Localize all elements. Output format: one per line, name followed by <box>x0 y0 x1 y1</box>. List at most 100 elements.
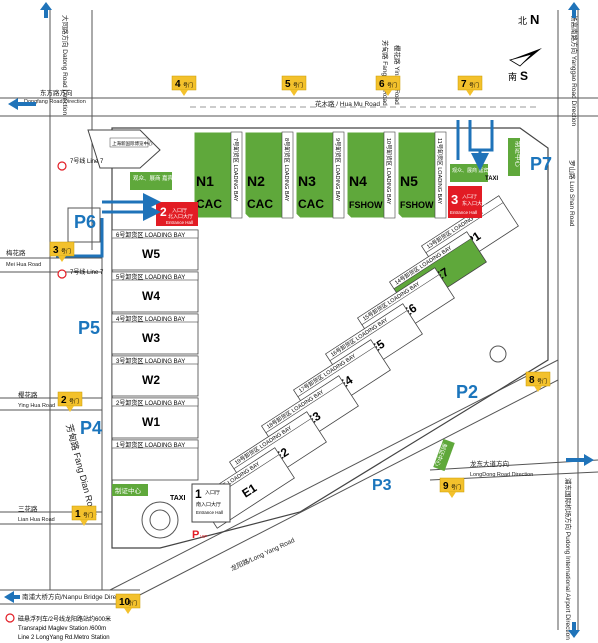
pvip-south-sub: VIP <box>200 534 207 539</box>
label-dongfang-road-en: Dongfang Road Direction <box>24 99 86 105</box>
label-huamu-road: 花木路 / Hua Mu Road <box>315 99 380 108</box>
compass-north-letter: N <box>530 12 539 27</box>
gate-suffix: 号门 <box>387 82 397 89</box>
loading-bay-label: 8号卸货区 LOADING BAY <box>283 138 291 202</box>
entrance-1[interactable]: 1 入口厅 南入口大厅 Entrance Hall <box>191 483 231 523</box>
entrance-2-num: 2 <box>160 205 167 219</box>
arrow-down-icon <box>384 90 392 96</box>
hall-name: E1 <box>239 481 259 501</box>
label-longyang-road: 龙阳路/Long Yang Road <box>229 535 296 573</box>
gate-suffix: 号门 <box>61 248 71 255</box>
gate-suffix: 号门 <box>83 512 93 519</box>
gate-number: 7 <box>461 79 467 90</box>
metro-line7-mid: 7号线 Line 7 <box>70 268 104 276</box>
label-longdong-road: 龙东大道方向 <box>470 459 509 468</box>
office-building-label: 上海新国际博览中心 <box>112 140 153 147</box>
hall-w1[interactable]: 2号卸货区 LOADING BAY W1 <box>111 397 199 439</box>
office-building: 上海新国际博览中心 <box>87 129 161 169</box>
gate-number: 10 <box>119 597 131 608</box>
arrow-left-icon <box>4 591 20 603</box>
label-yinghua-road-en: Ying Hua Road <box>18 403 55 409</box>
entrance-3-cn2: 东入口大厅 <box>462 200 487 207</box>
hall-exhibitor-tag: FSHOW <box>349 200 383 210</box>
taxi-east: TAXI <box>485 176 499 182</box>
hall-name: W1 <box>142 415 160 429</box>
entrance-2-en: Entrance Hall <box>166 220 193 225</box>
transport-note: 磁悬浮列车/2号线龙阳路站约600米 Transrapid Maglev Sta… <box>18 615 111 641</box>
pvip-south: P <box>192 529 199 541</box>
label-yanggao-road: 杨高南路方向 Yanggao Road Direction <box>570 15 579 127</box>
hall-w0[interactable]: 1号卸货区 LOADING BAY <box>111 439 199 481</box>
compass-south-cn: 南 <box>508 71 517 82</box>
taxi-south: TAXI <box>170 495 185 502</box>
arrow-down-icon <box>66 406 74 412</box>
entrance-3[interactable]: 3 入口厅 东入口大厅 Entrance Hall <box>448 186 487 218</box>
loading-bay-label: 9号卸货区 LOADING BAY <box>334 138 342 202</box>
metro-icon <box>5 613 15 623</box>
gate-suffix: 号门 <box>127 600 137 607</box>
compass-south-letter: S <box>520 69 528 83</box>
label-pudong-airport: 浦东国际机场方向 Pudong International Airport Di… <box>564 478 573 640</box>
loading-bay-label: 2号卸货区 LOADING BAY <box>116 399 185 407</box>
sign-west-text: 观众、展商 嘉宾主入口 <box>133 174 190 182</box>
hall-name: N3 <box>298 173 316 189</box>
arrow-down-icon <box>466 90 474 96</box>
metro-markers: 7号线 Line 7 7号线 Line 7 <box>5 157 104 623</box>
loading-bay-label: 3号卸货区 LOADING BAY <box>116 357 185 365</box>
hall-name: N5 <box>400 173 418 189</box>
parking-p3: P3 <box>372 477 392 494</box>
hall-name: N4 <box>349 173 367 189</box>
roundabout-south-inner <box>149 509 171 531</box>
transport-en2: Line 2 LongYang Rd.Metro Station <box>18 635 110 641</box>
label-fangdian-top: 芳甸路 Fangdian Road <box>381 40 390 106</box>
gate-number: 9 <box>443 481 449 492</box>
label-lianhua-road: 三花路 <box>18 504 38 513</box>
entrance-2[interactable]: 2 入口厅 北入口大厅 Entrance Hall <box>156 202 198 226</box>
arrow-up-icon <box>568 2 580 18</box>
gate-suffix: 号门 <box>537 378 547 385</box>
gate-suffix: 号门 <box>469 82 479 89</box>
hall-exhibitor-tag: CAC <box>196 197 222 211</box>
label-yinghua-road: 樱花路 <box>18 390 38 399</box>
gate-suffix: 号门 <box>69 398 79 405</box>
gate-number: 1 <box>75 509 81 520</box>
entrance-2-cn: 入口厅 <box>172 208 187 214</box>
metro-icon <box>57 161 67 171</box>
label-dongfang-road: 东方路方向 <box>40 88 73 97</box>
loading-bay-label: 7号卸货区 LOADING BAY <box>232 138 240 202</box>
hall-exhibitor-tag: FSHOW <box>400 200 434 210</box>
entrance-2-cn2: 北入口大厅 <box>168 213 193 220</box>
metro-line7-top: 7号线 Line 7 <box>70 157 104 165</box>
hall-name: W4 <box>142 289 160 303</box>
parking-p2: P2 <box>456 382 478 402</box>
parking-p6: P6 <box>74 212 96 232</box>
arrow-right-icon <box>566 454 594 466</box>
roundabout-east <box>489 345 507 363</box>
entrance-3-num: 3 <box>451 192 458 207</box>
gate-number: 6 <box>379 79 385 90</box>
hall-name: W3 <box>142 331 160 345</box>
